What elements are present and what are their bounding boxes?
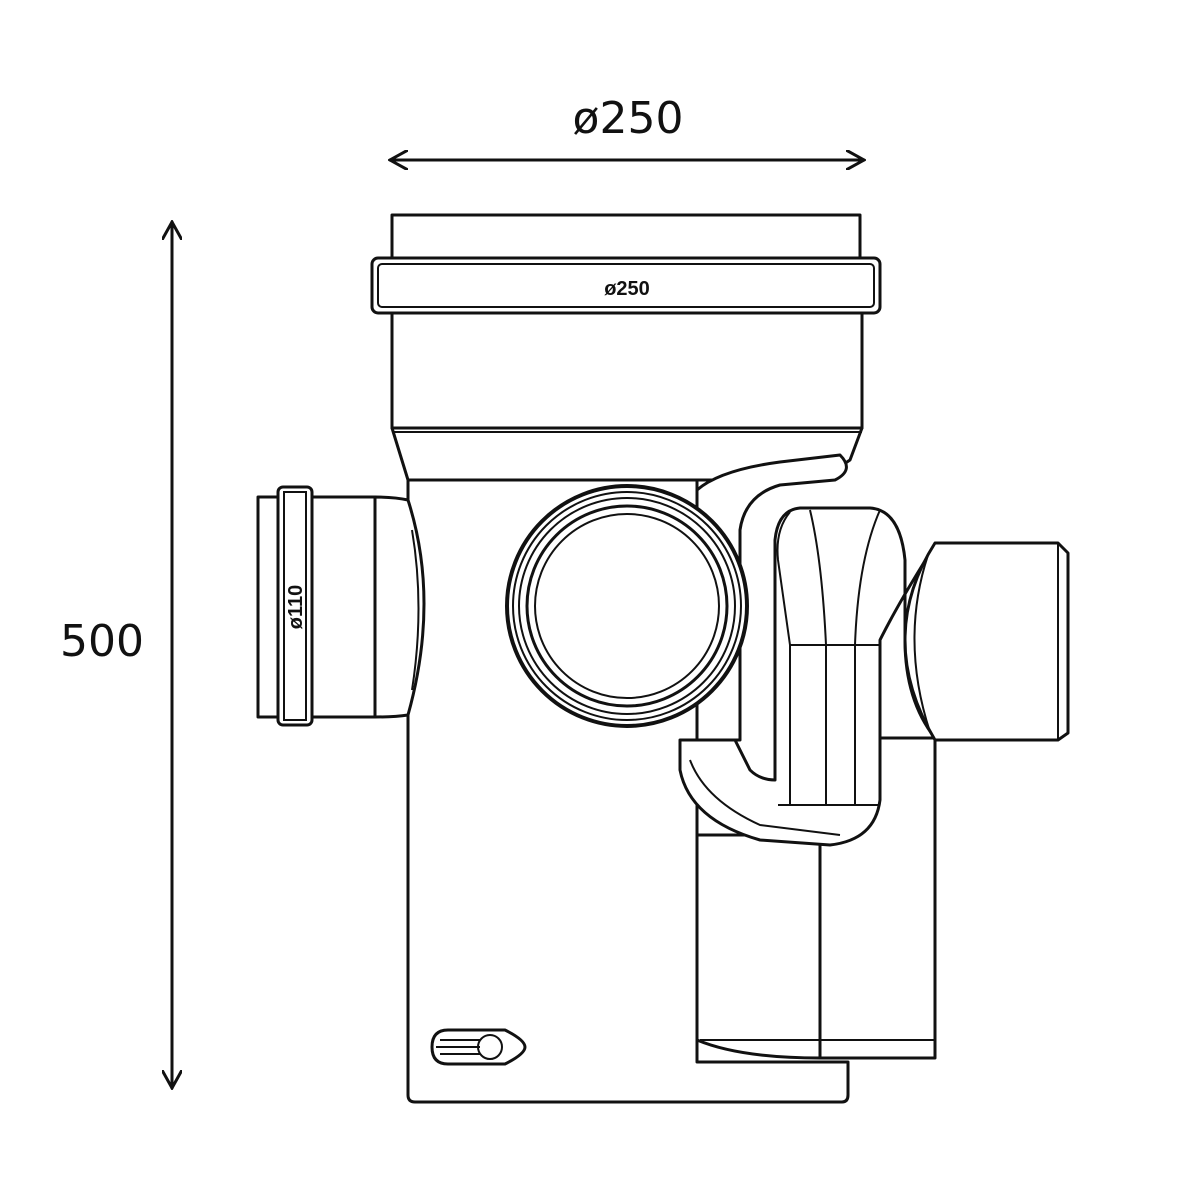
top-socket-label: ø250 <box>604 278 650 300</box>
right-spigot <box>903 541 1070 742</box>
trap-bend <box>678 453 937 847</box>
height-dimension-label: 500 <box>60 616 144 667</box>
width-dimension-label: ø250 <box>573 93 684 144</box>
width-dimension: ø250 <box>390 93 864 160</box>
front-socket <box>505 484 749 728</box>
top-socket: ø250 <box>370 213 882 482</box>
height-dimension: 500 <box>60 222 172 1088</box>
left-spigot: ø110 <box>256 485 426 727</box>
drain-slot <box>430 1028 527 1066</box>
side-spigot-label: ø110 <box>285 585 307 629</box>
